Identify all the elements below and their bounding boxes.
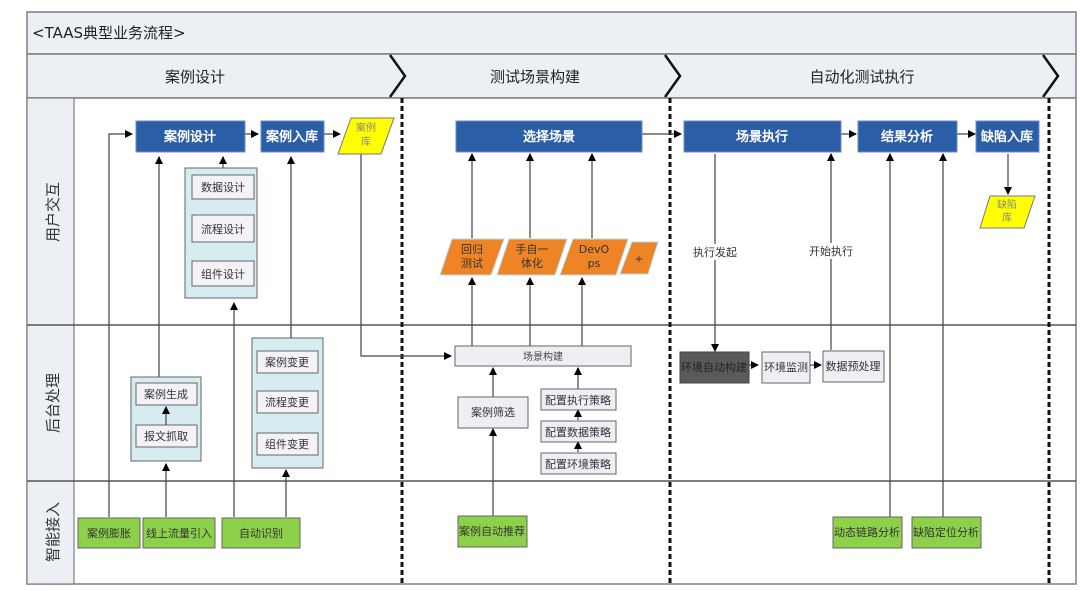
- lane-label-backend: 后台处理: [44, 373, 62, 433]
- node-cfg-exec[interactable]: [540, 388, 617, 411]
- node-flow-design[interactable]: [191, 214, 255, 243]
- node-select-scene-label: 选择场景: [523, 129, 575, 145]
- node-regression-label: 回归: [461, 242, 483, 256]
- node-case-expand-label: 案例膨胀: [87, 526, 131, 540]
- node-result-analysis-label: 结果分析: [881, 129, 933, 145]
- node-defect-library-label: 库: [1002, 211, 1012, 224]
- node-case-change[interactable]: [256, 350, 319, 374]
- lane-label-column: [26, 97, 75, 585]
- node-case-recommend-label: 案例自动推荐: [459, 524, 525, 538]
- node-manual-auto-label: 手自一: [516, 242, 549, 256]
- node-defect-library[interactable]: [979, 195, 1036, 229]
- node-comp-design[interactable]: [191, 260, 255, 287]
- node-data-preprocess-label: 数据预处理: [826, 359, 881, 373]
- node-manual-auto-label: 体化: [521, 256, 543, 270]
- node-devops-label: DevO: [579, 243, 610, 256]
- connector: [108, 130, 133, 517]
- node-add-more[interactable]: [619, 241, 659, 275]
- node-result-analysis[interactable]: [857, 120, 958, 153]
- node-regression-label: 测试: [461, 257, 483, 270]
- label-bg: [690, 244, 740, 260]
- node-flow-change[interactable]: [256, 390, 319, 414]
- node-case-design-label: 案例设计: [163, 129, 216, 145]
- phase-label-scene: 测试场景构建: [490, 68, 580, 86]
- node-msg-capture-label: 报文抓取: [144, 429, 188, 443]
- node-case-library-label: 库: [361, 135, 371, 148]
- node-case-gen[interactable]: [135, 382, 198, 406]
- edge-label-begin-exec: 开始执行: [809, 244, 853, 258]
- node-devops[interactable]: [559, 238, 629, 276]
- node-comp-design-label: 组件设计: [201, 267, 245, 281]
- node-case-filter-label: 案例筛选: [471, 405, 515, 419]
- node-scene-build-label: 场景构建: [523, 350, 563, 363]
- phase-chevron: [1041, 54, 1060, 98]
- phase-chevron: [663, 54, 682, 98]
- node-cfg-env-label: 配置环境策略: [545, 457, 611, 471]
- node-case-filter[interactable]: [457, 396, 529, 429]
- node-comp-change-label: 组件变更: [265, 437, 309, 451]
- lane-label-user: 用户交互: [44, 182, 62, 242]
- node-data-design-label: 数据设计: [201, 180, 245, 194]
- node-comp-change[interactable]: [256, 432, 319, 456]
- node-data-preprocess[interactable]: [822, 350, 885, 383]
- node-devops-label: ps: [588, 257, 601, 270]
- node-flow-change-label: 流程变更: [265, 395, 309, 409]
- lane-label-intelligent: 智能接入: [44, 502, 62, 562]
- node-case-expand[interactable]: [77, 517, 141, 549]
- node-cfg-exec-label: 配置执行策略: [545, 393, 611, 407]
- node-case-gen-label: 案例生成: [144, 387, 188, 401]
- node-defect-store[interactable]: [975, 120, 1040, 153]
- diagram-title: <TAAS典型业务流程>: [32, 24, 186, 42]
- node-dynamic-trace-label: 动态链路分析: [834, 525, 900, 539]
- node-defect-store-label: 缺陷入库: [980, 129, 1033, 145]
- node-scene-exec-label: 场景执行: [736, 129, 788, 145]
- node-cfg-env[interactable]: [540, 452, 617, 475]
- phase-label-design: 案例设计: [165, 68, 225, 86]
- node-case-library[interactable]: [337, 117, 395, 155]
- node-cfg-data-label: 配置数据策略: [545, 425, 611, 439]
- node-defect-locate[interactable]: [911, 516, 982, 549]
- node-select-scene[interactable]: [455, 120, 643, 153]
- node-case-library-label: 案例: [356, 121, 376, 134]
- node-defect-library-label: 缺陷: [997, 198, 1017, 211]
- node-scene-build[interactable]: [454, 345, 632, 367]
- node-add-more-label: +: [635, 254, 643, 265]
- label-bg: [806, 243, 856, 259]
- node-data-design[interactable]: [191, 174, 255, 200]
- node-auto-identify[interactable]: [221, 517, 301, 549]
- node-case-store-label: 案例入库: [265, 129, 318, 145]
- node-case-change-label: 案例变更: [265, 355, 309, 369]
- node-manual-auto[interactable]: [496, 238, 568, 276]
- node-regression-test[interactable]: [439, 238, 505, 276]
- lane-area: [26, 97, 1077, 585]
- connector: [360, 154, 452, 360]
- phase-label-exec: 自动化测试执行: [809, 68, 914, 86]
- node-cfg-data[interactable]: [540, 420, 617, 443]
- phase-chevron: [388, 54, 407, 98]
- phase-header: [26, 53, 1077, 99]
- node-env-build[interactable]: [679, 351, 750, 384]
- node-dynamic-trace[interactable]: [832, 516, 903, 549]
- node-case-design[interactable]: [135, 120, 246, 153]
- node-env-monitor-label: 环境监测: [764, 360, 808, 374]
- node-case-store[interactable]: [260, 120, 325, 153]
- node-flow-design-label: 流程设计: [201, 222, 245, 236]
- node-env-monitor[interactable]: [761, 351, 811, 384]
- node-traffic-import-label: 线上流量引入: [146, 526, 212, 540]
- node-defect-locate-label: 缺陷定位分析: [913, 525, 979, 539]
- node-case-recommend[interactable]: [457, 515, 528, 548]
- node-auto-identify-label: 自动识别: [239, 527, 283, 540]
- node-traffic-import[interactable]: [142, 517, 216, 549]
- edge-label-exec-start: 执行发起: [693, 245, 737, 259]
- node-env-build-label: 环境自动构建: [681, 360, 747, 374]
- node-scene-exec[interactable]: [683, 120, 842, 153]
- title-bar: [26, 11, 1077, 55]
